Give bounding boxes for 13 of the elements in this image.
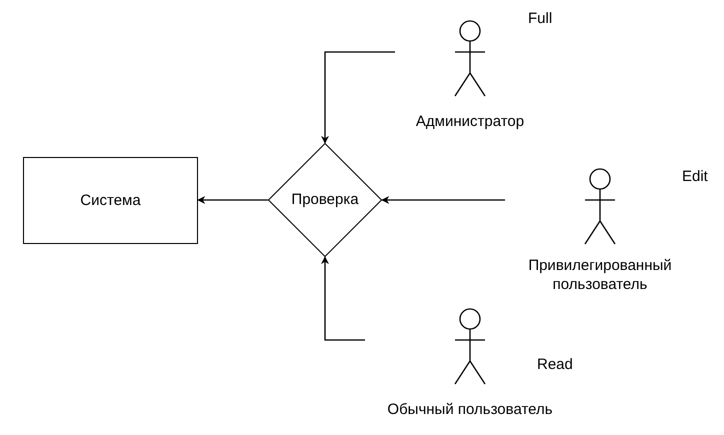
access-note: Edit <box>682 168 708 185</box>
node-label: Администратор <box>414 112 526 131</box>
access-note: Read <box>537 356 573 373</box>
node-label: Обычный пользователь <box>386 400 554 419</box>
process-box <box>23 157 198 244</box>
access-note: Full <box>528 10 552 27</box>
node-label: Привилегированный пользователь <box>527 256 673 294</box>
node-label: Проверка <box>290 190 360 209</box>
arrow <box>381 196 505 204</box>
arrow <box>321 256 365 341</box>
node-label: Система <box>80 191 141 210</box>
arrow <box>197 196 268 204</box>
arrow <box>321 51 395 144</box>
